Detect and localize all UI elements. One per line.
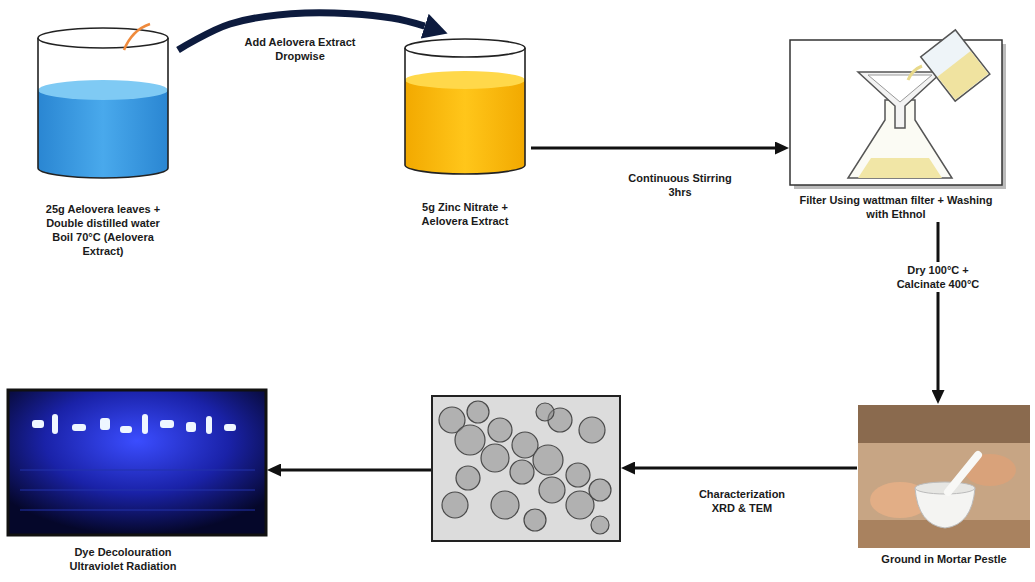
- uv-step: Dye Decolouration Ultraviolet Radiation: [8, 390, 266, 573]
- particle: [442, 492, 468, 518]
- beaker-blue: 25g Aelovera leaves + Double distilled w…: [28, 22, 178, 258]
- particle: [536, 403, 554, 421]
- pouring-beaker: [921, 30, 990, 101]
- picture-frame: [790, 40, 1002, 185]
- rail: [20, 510, 255, 511]
- step-caption: Filter Using wattman filter + Washing wi…: [790, 193, 1002, 221]
- flask-liquid: [858, 158, 942, 178]
- mortar-step: Ground in Mortar Pestle: [858, 405, 1030, 566]
- liquid-stream: [908, 66, 922, 80]
- beaker-glass: [405, 48, 525, 174]
- beaker-liquid: [405, 80, 525, 174]
- tube: [206, 416, 212, 434]
- tube: [100, 418, 110, 430]
- tube: [32, 420, 44, 428]
- particle: [491, 491, 519, 519]
- mortar-photo: [858, 405, 1030, 548]
- particle: [510, 460, 534, 484]
- step-caption: Ground in Mortar Pestle: [858, 552, 1030, 566]
- particle: [533, 445, 563, 475]
- uv-tubes: [32, 414, 236, 434]
- photo-frame: [8, 390, 266, 535]
- pestle: [948, 455, 978, 492]
- picture-area: [400, 32, 530, 172]
- beaker-glass: [38, 38, 168, 178]
- edge-label: Continuous Stirring 3hrs: [620, 170, 740, 200]
- reactor-rails: [20, 470, 255, 510]
- tem-image: [432, 396, 620, 541]
- step-caption: Dye Decolouration Ultraviolet Radiation: [53, 545, 193, 573]
- picture-area: [28, 22, 178, 172]
- nanoparticles: [439, 401, 611, 534]
- picture-area: [790, 40, 1002, 185]
- particle: [579, 417, 605, 443]
- filtration-step: Filter Using wattman filter + Washing wi…: [790, 40, 1002, 221]
- particle: [455, 425, 485, 455]
- picture-area: [432, 396, 620, 541]
- tube: [186, 422, 196, 432]
- liquid-surface: [405, 71, 525, 89]
- edge-label: Characterization XRD & TEM: [686, 486, 798, 516]
- tube: [160, 420, 174, 428]
- step-caption: 5g Zinc Nitrate + Aelovera Extract: [400, 200, 530, 228]
- tube: [72, 424, 86, 431]
- edge-label: Dry 100°C + Calcinate 400°C: [886, 262, 990, 292]
- liquid-surface: [38, 80, 168, 100]
- rail: [20, 490, 255, 491]
- step-caption: 25g Aelovera leaves + Double distilled w…: [36, 202, 171, 258]
- filter-paper: [868, 75, 932, 102]
- particle: [456, 466, 480, 490]
- beaker-yellow: 5g Zinc Nitrate + Aelovera Extract: [400, 32, 530, 228]
- edge-label: Add Aelovera Extract Dropwise: [232, 34, 368, 64]
- beaker-liquid: [38, 90, 168, 178]
- beaker-rim: [38, 28, 168, 48]
- flow-arrow: [937, 222, 940, 390]
- particle: [539, 477, 565, 503]
- image-frame: [432, 396, 620, 541]
- photo-background: [858, 405, 1030, 548]
- tube: [52, 414, 58, 434]
- tube: [142, 414, 148, 434]
- flow-arrow: [635, 467, 857, 470]
- beaker-rim: [405, 39, 525, 57]
- dropper-tube: [124, 24, 150, 50]
- rail: [20, 470, 255, 471]
- particle: [481, 444, 509, 472]
- particle: [488, 418, 512, 442]
- tem-step: [432, 396, 620, 541]
- tube: [120, 426, 132, 433]
- picture-area: [858, 405, 1030, 548]
- filtration-picture: [790, 30, 1006, 189]
- particle: [589, 479, 611, 501]
- tube: [224, 424, 236, 431]
- uv-photo: [8, 390, 266, 535]
- particle: [524, 509, 546, 531]
- particle: [467, 401, 489, 423]
- particle: [591, 516, 609, 534]
- beaker-yellow: [405, 39, 525, 174]
- funnel: [858, 72, 942, 128]
- beaker-glass: [921, 30, 990, 101]
- beaker-blue: [38, 24, 168, 178]
- flow-arrow: [531, 147, 775, 150]
- picture-area: [8, 390, 266, 535]
- flow-arrow: [281, 469, 431, 472]
- beaker-liquid: [937, 51, 988, 100]
- photo-wall: [858, 405, 1030, 443]
- particle: [566, 463, 590, 487]
